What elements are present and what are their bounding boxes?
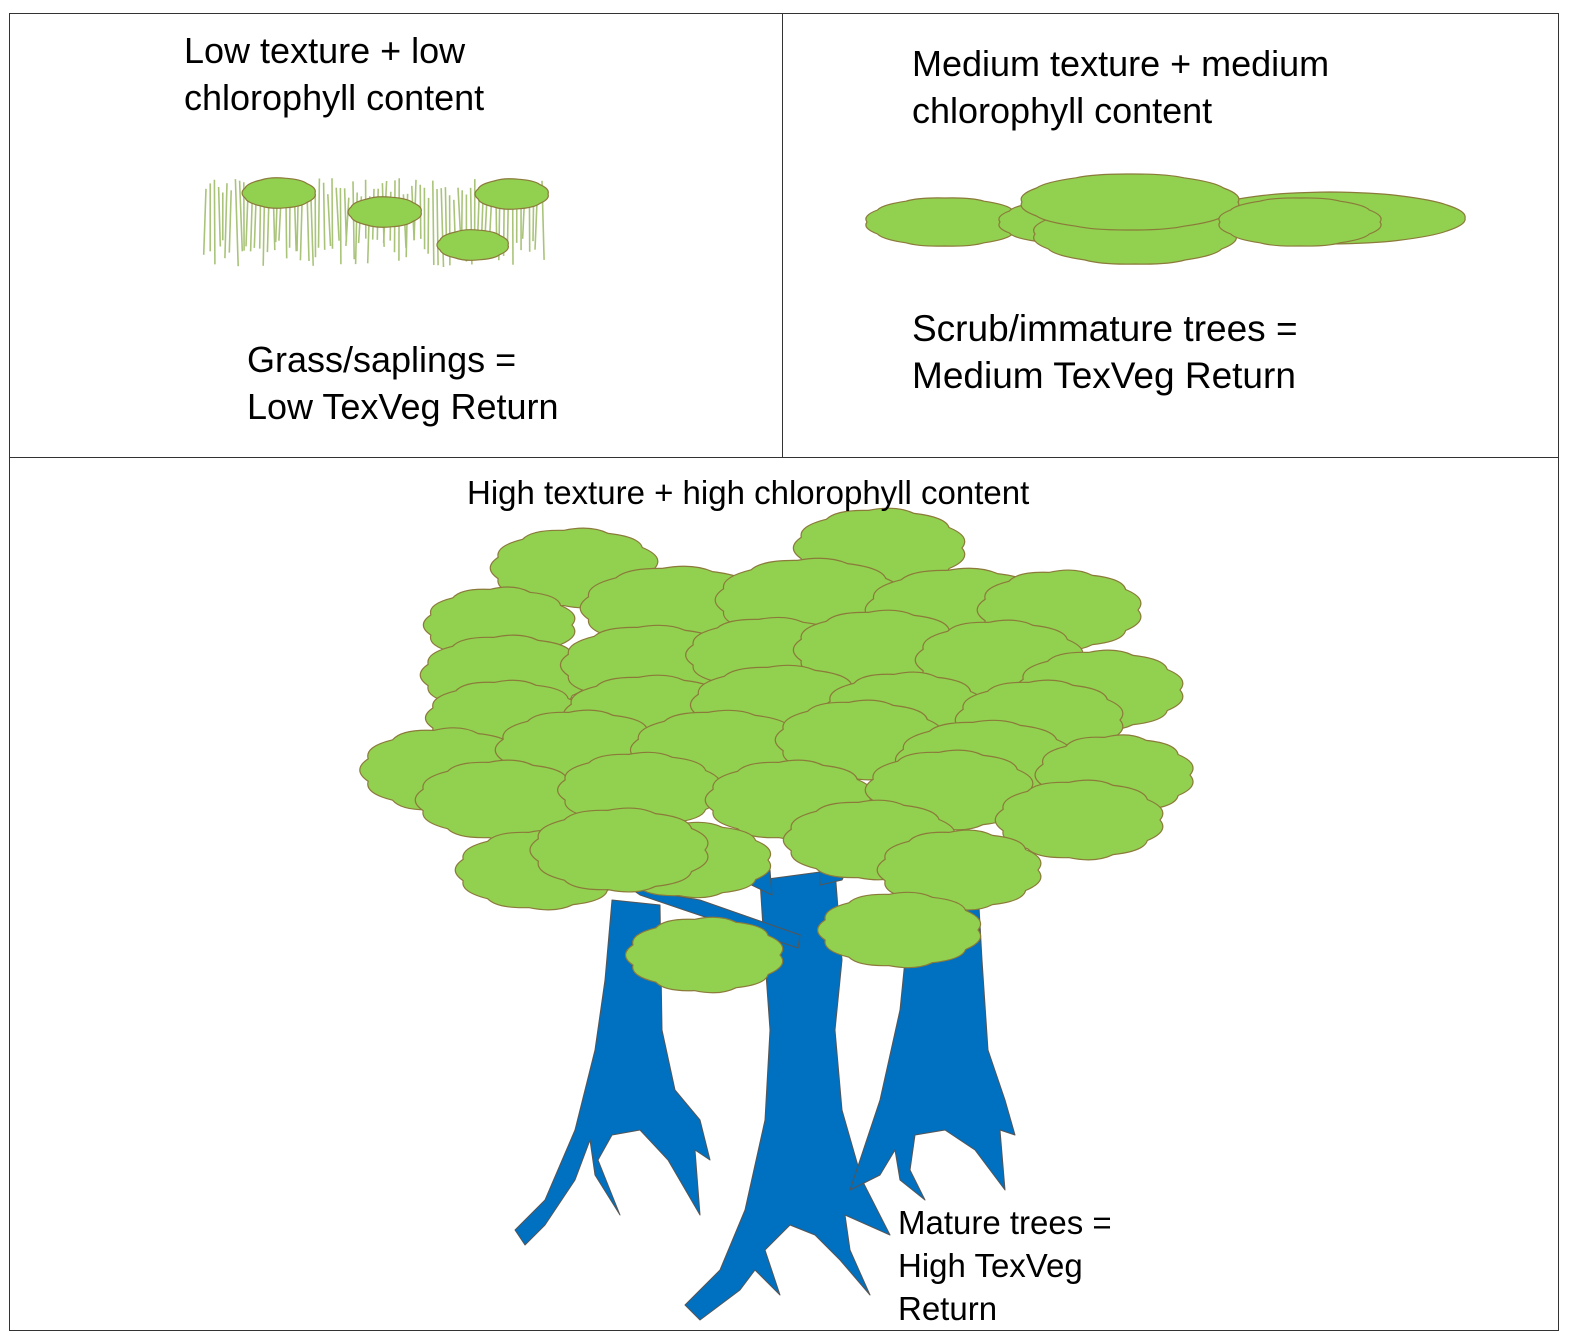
grass-blade	[436, 188, 439, 266]
canopy-blob	[994, 779, 1164, 861]
medium-panel-heading: Medium texture + medium chlorophyll cont…	[912, 40, 1329, 134]
tree-canopy	[359, 507, 1194, 994]
sapling-clump	[241, 177, 316, 209]
diagram-frame	[9, 13, 1559, 1331]
low-result-line-1: Grass/saplings =	[247, 339, 517, 380]
high-result-line-3: Return	[898, 1290, 998, 1327]
grass-blade	[345, 197, 350, 246]
grass-blade	[238, 180, 244, 252]
grass-blade	[213, 179, 216, 265]
scrub-illustration	[865, 173, 1466, 265]
grass-blade	[228, 190, 232, 253]
scrub-blob	[1020, 173, 1240, 231]
grass-blade	[427, 197, 430, 254]
medium-panel-result: Scrub/immature trees = Medium TexVeg Ret…	[912, 305, 1298, 399]
scrub-blob	[865, 197, 1025, 247]
grass-blade	[234, 179, 239, 267]
medium-heading-line-2: chlorophyll content	[912, 90, 1213, 131]
grass-blade	[339, 187, 342, 265]
column-divider	[782, 13, 783, 458]
grass-blade	[432, 180, 435, 266]
grass-blade	[249, 199, 253, 252]
high-panel-heading: High texture + high chlorophyll content	[467, 474, 1030, 511]
low-panel-result: Grass/saplings = Low TexVeg Return	[247, 336, 559, 430]
sapling-clumps	[241, 177, 549, 261]
grass-blade	[202, 188, 207, 255]
canopy-blob	[624, 916, 784, 994]
grass-blade	[322, 182, 326, 250]
tree-trunk	[684, 869, 891, 1321]
medium-result-line-2: Medium TexVeg Return	[912, 355, 1296, 396]
scrub-blob	[1218, 197, 1382, 247]
medium-heading-line-1: Medium texture + medium	[912, 43, 1330, 84]
grass-blade	[440, 188, 445, 268]
sapling-clump	[474, 178, 549, 210]
medium-result-line-1: Scrub/immature trees =	[912, 308, 1298, 349]
canopy-blob	[529, 807, 709, 893]
grass-blade	[217, 186, 222, 247]
grass-blade	[224, 183, 228, 259]
row-divider	[9, 457, 1559, 458]
low-heading-line-1: Low texture + low	[184, 30, 466, 71]
grass-blade	[327, 194, 332, 247]
canopy-blob	[817, 891, 982, 969]
grass-blade	[335, 187, 340, 241]
high-result-line-2: High TexVeg	[898, 1247, 1083, 1284]
canopy-blob	[876, 829, 1042, 911]
low-result-line-2: Low TexVeg Return	[247, 386, 559, 427]
high-result-line-1: Mature trees =	[898, 1204, 1112, 1241]
low-heading-line-2: chlorophyll content	[184, 77, 485, 118]
grass-blade	[310, 199, 314, 266]
grass-blade	[317, 178, 321, 248]
sapling-clump	[347, 196, 422, 228]
low-panel-heading: Low texture + low chlorophyll content	[184, 27, 484, 121]
sapling-clump	[436, 229, 509, 261]
high-panel-result: Mature trees = High TexVeg Return	[898, 1201, 1112, 1330]
grass-blade	[331, 178, 334, 249]
